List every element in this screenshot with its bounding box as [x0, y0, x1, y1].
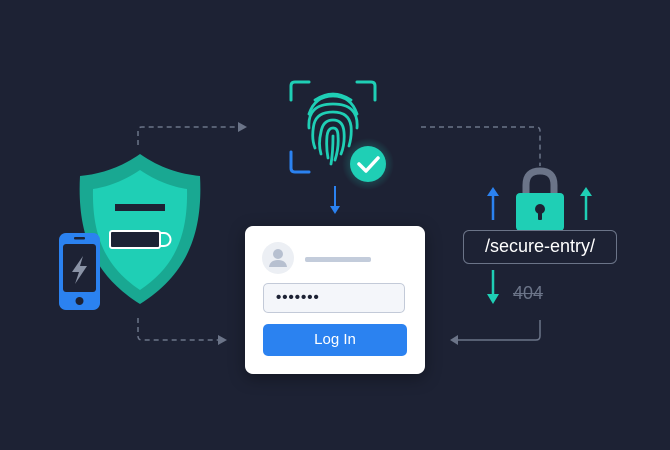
- dashed-line-top-right: [421, 126, 541, 166]
- fingerprint-icon: [307, 92, 359, 166]
- username-placeholder-line: [305, 257, 371, 262]
- arrow-down-icon: [330, 186, 340, 214]
- password-input[interactable]: •••••••: [263, 283, 405, 313]
- avatar: [262, 242, 294, 274]
- error-code: 404: [513, 283, 544, 303]
- arrow-up-icon: [487, 187, 499, 220]
- dashed-arrow-top-left: [137, 126, 238, 145]
- arrow-bottom-right: [458, 320, 541, 341]
- url-path-label: /secure-entry/: [463, 230, 617, 264]
- arrow-down-icon: [487, 270, 499, 304]
- check-circle-icon: [350, 146, 386, 182]
- biometric-scan: [289, 80, 394, 214]
- user-icon: [269, 249, 287, 267]
- login-button[interactable]: Log In: [263, 324, 407, 356]
- smartphone-icon: [59, 233, 100, 310]
- scan-frame-icon: [289, 80, 377, 174]
- login-card: ••••••• Log In: [245, 226, 425, 374]
- key-icon: [109, 230, 172, 249]
- dashed-arrow-bottom-left: [137, 318, 218, 341]
- arrow-up-icon: [580, 187, 592, 220]
- lightning-icon: [72, 256, 87, 284]
- shield-icon: [79, 154, 201, 304]
- padlock-icon: [516, 167, 564, 231]
